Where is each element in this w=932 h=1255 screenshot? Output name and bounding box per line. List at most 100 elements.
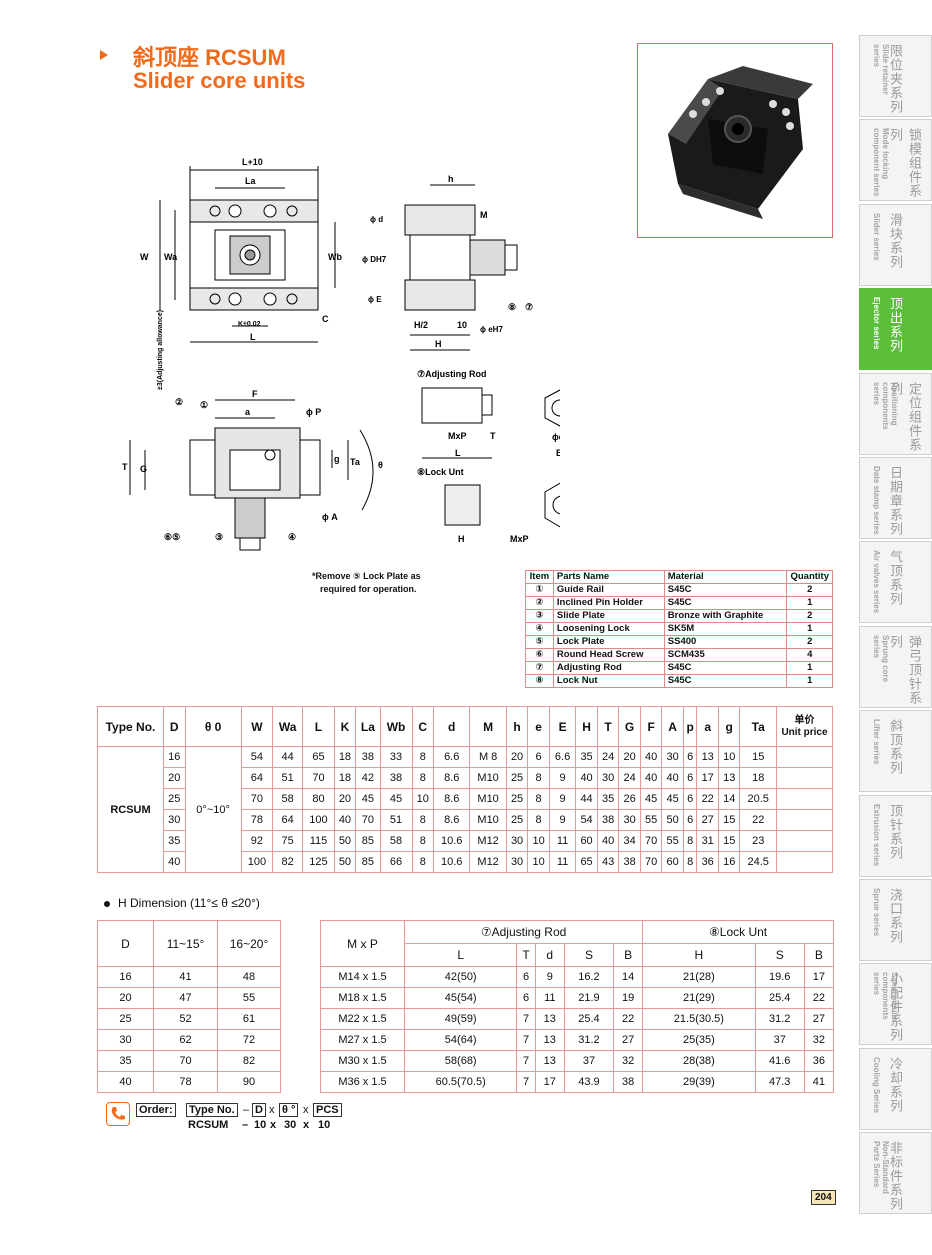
h-header-11-15: 11~15° <box>153 920 218 967</box>
rod-cell: 14 <box>613 966 644 988</box>
label-ta: Ta <box>350 457 361 467</box>
rod-cell: 47.3 <box>754 1071 805 1093</box>
spec-cell: 6 <box>682 809 698 831</box>
spec-cell: 8 <box>411 830 435 852</box>
spec-cell: 65 <box>302 746 335 768</box>
spec-cell: 82 <box>272 851 304 873</box>
rod-cell: 31.2 <box>563 1029 615 1051</box>
parts-cell: Inclined Pin Holder <box>552 596 665 610</box>
spec-cell: 35 <box>575 746 598 768</box>
spec-cell: 6 <box>682 788 698 810</box>
parts-cell: 2 <box>786 609 833 623</box>
spec-cell: M10 <box>469 788 507 810</box>
spec-unit-price-cell <box>776 746 833 768</box>
remove-note: *Remove ⑤ Lock Plate as required for ope… <box>312 570 421 596</box>
spec-cell: 51 <box>379 809 413 831</box>
spec-cell: 125 <box>302 851 335 873</box>
sidebar-tab-en: Positioning components series <box>872 381 899 430</box>
unit-price-en: Unit price <box>781 726 828 738</box>
h-dimension-cell: 62 <box>153 1029 218 1051</box>
spec-cell: 30 <box>618 809 641 831</box>
label-adjusting-allowance: ±3(Adjusting allowance) <box>157 310 164 390</box>
label-a: a <box>245 407 251 417</box>
spec-cell: 8 <box>682 851 698 873</box>
rod-cell: 19.6 <box>754 966 805 988</box>
parts-cell: 2 <box>786 635 833 649</box>
spec-cell: 22 <box>696 788 719 810</box>
spec-cell: 60 <box>575 830 598 852</box>
spec-cell: 58 <box>272 788 304 810</box>
spec-cell: 6 <box>682 767 698 789</box>
parts-cell: 4 <box>786 648 833 662</box>
parts-cell: S45C <box>663 583 788 597</box>
h-dimension-cell: 90 <box>217 1071 281 1093</box>
parts-cell: ④ <box>525 622 554 636</box>
spec-cell: 24 <box>618 767 641 789</box>
spec-cell: 35 <box>163 830 186 852</box>
rod-cell: 31.2 <box>754 1008 805 1030</box>
spec-cell: 20 <box>333 788 357 810</box>
spec-cell: 85 <box>355 830 381 852</box>
rod-cell: 16.2 <box>563 966 615 988</box>
h-dimension-cell: 16 <box>97 966 154 988</box>
rod-cell: 21(28) <box>642 966 756 988</box>
h-dimension-title-text: H Dimension (11°≤ θ ≤20°) <box>118 896 260 910</box>
spec-cell: M10 <box>469 767 507 789</box>
parts-cell: 1 <box>786 661 833 675</box>
spec-cell: 15 <box>717 809 741 831</box>
h-dimension-cell: 48 <box>217 966 281 988</box>
front-view-labels: ±3(Adjusting allowance) F a ϕ P T G g Ta… <box>122 310 383 542</box>
spec-cell: 20 <box>505 746 529 768</box>
h-dimension-title: H Dimension (11°≤ θ ≤20°) <box>104 896 260 910</box>
spec-cell: 8 <box>411 851 435 873</box>
parts-cell: 1 <box>786 674 833 688</box>
h-dimension-cell: 47 <box>153 987 218 1009</box>
h-dimension-cell: 41 <box>153 966 218 988</box>
spec-cell: 27 <box>696 809 719 831</box>
spec-header-cell: Wa <box>272 706 304 747</box>
product-photo <box>637 43 833 238</box>
spec-cell: 40 <box>575 767 598 789</box>
spec-cell: 44 <box>575 788 598 810</box>
sidebar-tab-zh: 限位夹系列 <box>888 44 903 114</box>
sidebar-tab-en: Mode locking component series <box>872 128 890 197</box>
label-h: h <box>448 174 454 184</box>
spec-cell: 8 <box>527 788 550 810</box>
order-example-pcs: 10 <box>318 1119 331 1131</box>
spec-cell: 55 <box>661 830 684 852</box>
spec-cell: 85 <box>355 851 381 873</box>
spec-angle: 0°~10° <box>184 746 242 873</box>
remove-note-line2: required for operation. <box>320 584 417 594</box>
spec-header-cell: e <box>527 706 550 747</box>
spec-cell: 30 <box>596 767 620 789</box>
spec-cell: 9 <box>548 809 577 831</box>
spec-cell: M12 <box>469 830 507 852</box>
spec-cell: 6 <box>682 746 698 768</box>
sidebar-tab-zh: 弹弓顶针系列 <box>888 634 922 705</box>
sidebar-tab-en: Lifter series <box>872 719 881 765</box>
parts-cell: SK5M <box>663 622 788 636</box>
spec-cell: 20.5 <box>739 788 777 810</box>
